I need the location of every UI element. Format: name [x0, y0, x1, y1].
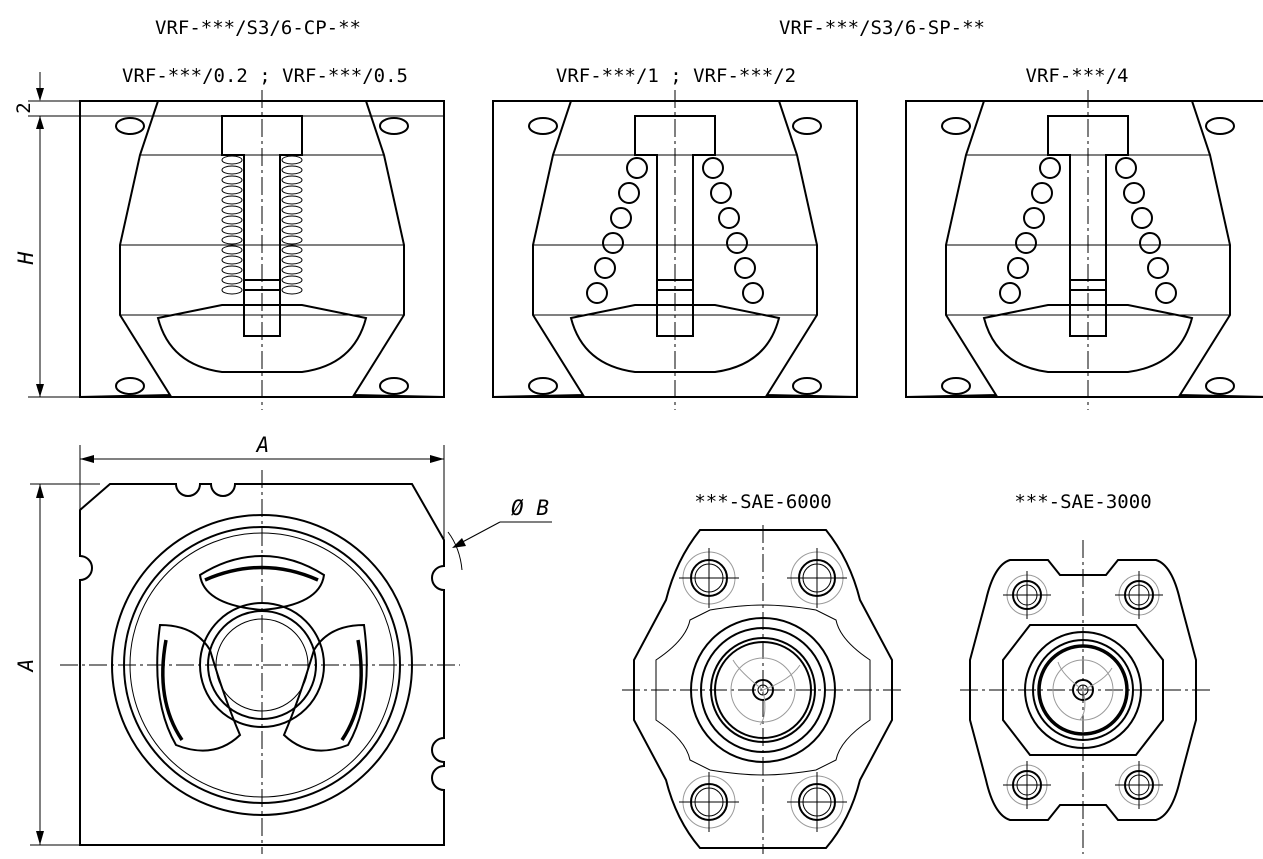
spring-coil — [586, 282, 608, 304]
spring-coil — [710, 182, 732, 204]
spring-coil — [281, 225, 303, 235]
header-sp-label: VRF-***/S3/6-SP-** — [779, 17, 985, 39]
spring-coil — [702, 157, 724, 179]
dimension-height: 2 H — [13, 72, 80, 398]
dim-width-vertical: A — [14, 659, 38, 674]
dim-diameter-label: Ø B — [511, 496, 549, 520]
spring-coil — [221, 255, 243, 265]
flange-sae-3000 — [960, 540, 1210, 854]
spring-coil — [718, 207, 740, 229]
spring-coil — [281, 165, 303, 175]
spring-coil — [1123, 182, 1145, 204]
spring-coil — [221, 165, 243, 175]
plan-view: A A Ø B — [14, 433, 552, 854]
o-ring — [528, 117, 558, 135]
spring-coil — [221, 245, 243, 255]
o-ring — [792, 377, 822, 395]
spring-coil — [602, 232, 624, 254]
spring-coil — [999, 282, 1021, 304]
spring-coil — [281, 255, 303, 265]
spring-coil — [281, 285, 303, 295]
spring-coil — [1007, 257, 1029, 279]
spring-coil — [281, 215, 303, 225]
spring-coil — [281, 175, 303, 185]
spring-coil — [594, 257, 616, 279]
o-ring — [379, 117, 409, 135]
spring-coil — [221, 225, 243, 235]
spring-coil — [221, 155, 243, 165]
o-ring — [941, 377, 971, 395]
spring-coil — [1015, 232, 1037, 254]
flange-label-6000: ***-SAE-6000 — [694, 491, 831, 513]
spring-coil — [221, 195, 243, 205]
spring-coil — [281, 195, 303, 205]
spring-coil — [281, 275, 303, 285]
dim-height-label: H — [14, 251, 38, 265]
header-cp-label: VRF-***/S3/6-CP-** — [155, 17, 361, 39]
spring-coil — [1131, 207, 1153, 229]
poppet-head — [156, 304, 368, 373]
o-ring — [115, 377, 145, 395]
o-ring — [379, 377, 409, 395]
spring-coil — [726, 232, 748, 254]
housing-left-wall — [492, 100, 585, 399]
spring-coil — [1147, 257, 1169, 279]
spring-coil — [221, 205, 243, 215]
o-ring — [1205, 117, 1235, 135]
spring-coil — [610, 207, 632, 229]
spring-coil — [281, 265, 303, 275]
dim-top-gap: 2 — [13, 102, 35, 113]
housing-right-wall — [765, 100, 858, 399]
spring-coil — [221, 185, 243, 195]
o-ring — [792, 117, 822, 135]
o-ring — [1205, 377, 1235, 395]
section-label-3: VRF-***/4 — [1026, 65, 1129, 87]
section-label-1: VRF-***/0.2 ; VRF-***/0.5 — [122, 65, 408, 87]
housing-left-wall — [79, 100, 172, 399]
section-views — [79, 90, 1263, 410]
spring-coil — [618, 182, 640, 204]
housing-left-wall — [905, 100, 998, 399]
o-ring — [528, 377, 558, 395]
housing-right-wall — [1178, 100, 1263, 398]
spring-coil — [281, 235, 303, 245]
o-ring — [941, 117, 971, 135]
poppet-head — [982, 304, 1194, 373]
spring-coil — [221, 215, 243, 225]
spring-coil — [1023, 207, 1045, 229]
spring-coil — [281, 205, 303, 215]
poppet-head — [569, 304, 781, 373]
spring-coil — [1039, 157, 1061, 179]
spring-coil — [1115, 157, 1137, 179]
spring-coil — [281, 155, 303, 165]
o-ring — [115, 117, 145, 135]
spring-coil — [626, 157, 648, 179]
spring-coil — [221, 265, 243, 275]
section-view-1 — [79, 90, 445, 410]
section-view-3 — [905, 90, 1263, 410]
spring-coil — [281, 185, 303, 195]
section-view-2 — [492, 90, 858, 410]
flange-label-3000: ***-SAE-3000 — [1014, 491, 1151, 513]
spring-coil — [281, 245, 303, 255]
spring-coil — [742, 282, 764, 304]
spring-coil — [1139, 232, 1161, 254]
spring-coil — [1155, 282, 1177, 304]
housing-right-wall — [352, 100, 445, 399]
spring-coil — [221, 235, 243, 245]
flange-sae-6000 — [622, 525, 905, 854]
section-frame — [905, 100, 1263, 398]
section-label-2: VRF-***/1 ; VRF-***/2 — [556, 65, 796, 87]
spring-coil — [734, 257, 756, 279]
spring-coil — [221, 275, 243, 285]
spring-coil — [1031, 182, 1053, 204]
spring-coil — [221, 175, 243, 185]
dim-width-horizontal: A — [255, 433, 270, 457]
spring-coil — [221, 285, 243, 295]
